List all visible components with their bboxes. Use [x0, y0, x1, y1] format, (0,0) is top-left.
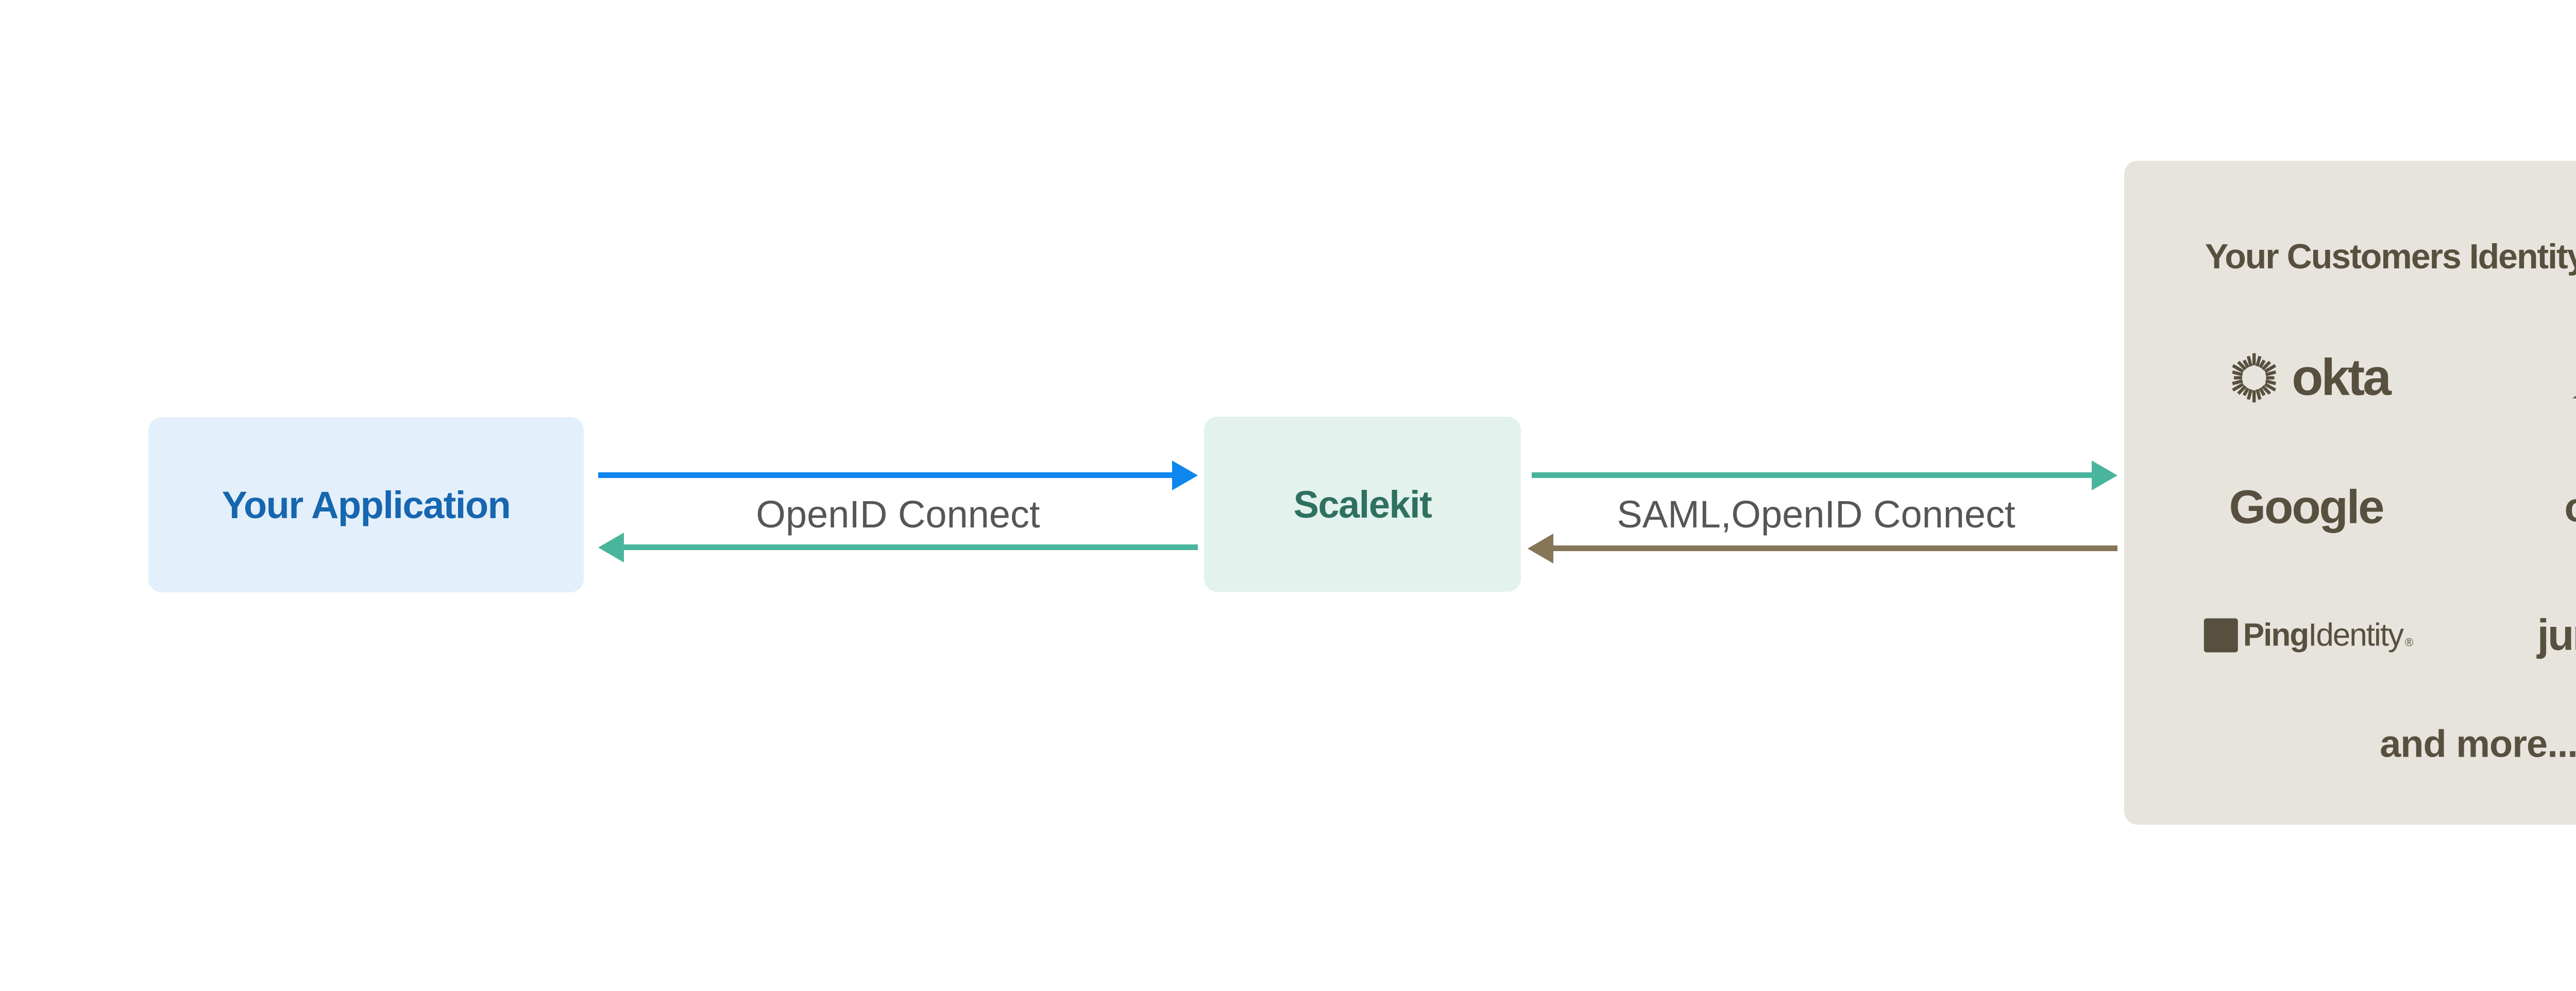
- jumpcloud-wordmark: jumpcloud: [2537, 610, 2576, 659]
- pingidentity-wordmark-light: Identity: [2308, 617, 2404, 653]
- pingidentity-wordmark-bold: Ping: [2243, 617, 2309, 653]
- onelogin-wordmark: onelogin: [2564, 484, 2576, 531]
- azure-logo: Azure: [2572, 354, 2576, 401]
- google-logo: Google: [2229, 481, 2385, 535]
- pingidentity-icon: [2204, 618, 2238, 652]
- scalekit-to-idp-arrow: [1532, 472, 2092, 478]
- okta-logo: okta: [2227, 348, 2392, 407]
- scalekit-label: Scalekit: [1293, 483, 1432, 526]
- identity-providers-title: Your Customers Identity Providers: [2205, 237, 2576, 276]
- idp-to-scalekit-arrow: [1553, 545, 2117, 551]
- okta-icon: [2227, 350, 2281, 405]
- google-wordmark: Google: [2229, 481, 2385, 534]
- your-application-label: Your Application: [222, 483, 511, 526]
- your-application-box: Your Application: [148, 417, 584, 592]
- registered-mark: ®: [2405, 636, 2414, 649]
- app-to-scalekit-arrow: [598, 472, 1172, 478]
- identity-providers-panel: Your Customers Identity Providers: [2124, 161, 2576, 825]
- jumpcloud-logo: jumpcloud ™: [2537, 610, 2576, 660]
- saml-openid-connect-label: SAML,OpenID Connect: [1617, 493, 2015, 536]
- openid-connect-label: OpenID Connect: [756, 493, 1040, 536]
- onelogin-logo: onelogin: [2564, 484, 2576, 531]
- more-providers-label: and more...: [2380, 722, 2576, 765]
- okta-wordmark: okta: [2292, 348, 2392, 406]
- pingidentity-logo: Ping Identity ®: [2204, 617, 2413, 654]
- scalekit-box: Scalekit: [1204, 417, 1521, 592]
- scalekit-to-app-arrow: [624, 544, 1198, 550]
- azure-icon: [2572, 396, 2576, 399]
